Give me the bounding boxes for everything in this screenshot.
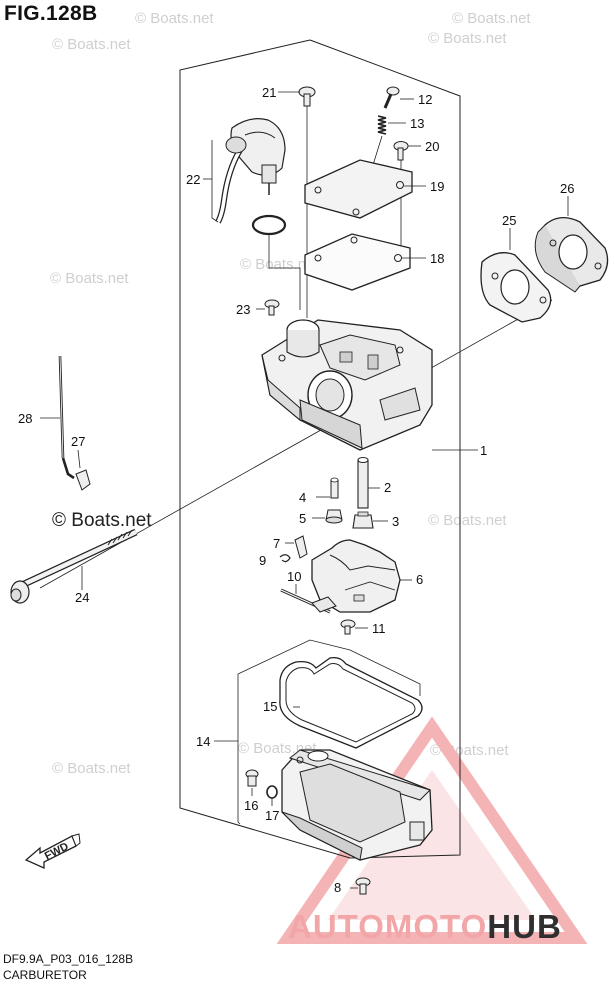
callout-22: 22 xyxy=(186,172,200,187)
callout-7: 7 xyxy=(273,536,280,551)
screw-icon xyxy=(264,299,280,316)
callout-9: 9 xyxy=(259,553,266,568)
screw-icon xyxy=(340,619,356,635)
callout-12: 12 xyxy=(418,92,432,107)
plug-icon xyxy=(325,509,343,524)
callout-4: 4 xyxy=(299,490,306,505)
callout-18: 18 xyxy=(430,251,444,266)
callout-16: 16 xyxy=(244,798,258,813)
float-icon xyxy=(311,539,401,613)
o-ring-icon xyxy=(266,785,278,799)
brand-part-1: AUTOMOTO xyxy=(288,908,488,945)
brand-logo: AUTOMOTOHUB xyxy=(288,910,562,943)
fwd-label: FWD xyxy=(43,841,71,863)
callout-19: 19 xyxy=(430,179,444,194)
assembly-frame xyxy=(179,39,461,859)
bracket-line xyxy=(237,639,421,696)
watermark: © Boats.net xyxy=(240,256,319,273)
callout-15: 15 xyxy=(263,699,277,714)
watermark: © Boats.net xyxy=(135,10,214,27)
watermark: © Boats.net xyxy=(52,760,131,777)
screw-icon xyxy=(355,877,371,895)
rod-clip-icon xyxy=(75,469,91,491)
leader-line xyxy=(268,235,301,310)
o-ring-icon xyxy=(251,214,287,236)
float-valve-icon xyxy=(294,535,308,559)
callout-21: 21 xyxy=(262,85,276,100)
float-chamber-icon xyxy=(281,749,433,861)
watermark: © Boats.net xyxy=(428,30,507,47)
callout-1: 1 xyxy=(480,443,487,458)
screw-icon xyxy=(298,86,316,107)
callout-10: 10 xyxy=(287,569,301,584)
bracket-line xyxy=(211,140,219,223)
spring-icon xyxy=(377,115,387,135)
callout-28: 28 xyxy=(18,411,32,426)
leader-line xyxy=(77,449,81,469)
callout-17: 17 xyxy=(265,808,279,823)
bracket-line xyxy=(237,674,241,825)
adjuster-screw-icon xyxy=(383,86,400,109)
callout-13: 13 xyxy=(410,116,424,131)
callout-6: 6 xyxy=(416,572,423,587)
long-bolt-icon xyxy=(10,528,138,604)
callout-25: 25 xyxy=(502,213,516,228)
watermark: © Boats.net xyxy=(52,36,131,53)
callout-3: 3 xyxy=(392,514,399,529)
leader-line xyxy=(372,135,383,166)
link-rod-icon xyxy=(58,355,75,480)
clip-icon xyxy=(279,554,291,563)
carburetor-body-icon xyxy=(261,319,433,451)
callout-11: 11 xyxy=(372,621,386,636)
callout-5: 5 xyxy=(299,511,306,526)
choke-solenoid-icon xyxy=(215,118,286,224)
cover-plate-icon xyxy=(304,159,413,219)
figure-title: FIG.128B xyxy=(4,2,98,25)
callout-26: 26 xyxy=(560,181,574,196)
callout-24: 24 xyxy=(75,590,89,605)
watermark-prominent: © Boats.net xyxy=(52,510,152,531)
callout-8: 8 xyxy=(334,880,341,895)
main-jet-icon xyxy=(352,511,374,529)
brand-part-2: HUB xyxy=(487,908,562,945)
callout-labels: 1 2 3 4 5 6 7 8 9 10 11 12 13 14 15 16 1… xyxy=(18,85,574,895)
figure-name: CARBURETOR xyxy=(3,968,87,982)
callout-23: 23 xyxy=(236,302,250,317)
insulator-icon xyxy=(534,217,609,293)
gasket-icon xyxy=(304,233,411,291)
watermark: © Boats.net xyxy=(452,10,531,27)
callout-2: 2 xyxy=(384,480,391,495)
figure-code: DF9.9A_P03_016_128B xyxy=(3,952,134,966)
chamber-gasket-icon xyxy=(279,656,423,749)
watermark: © Boats.net xyxy=(50,270,129,287)
drain-screw-icon xyxy=(245,769,259,787)
callout-20: 20 xyxy=(425,139,439,154)
forward-arrow-icon: FWD xyxy=(24,833,81,870)
callout-14: 14 xyxy=(196,734,210,749)
screw-icon xyxy=(393,141,409,161)
float-pin-icon xyxy=(280,588,337,614)
pilot-jet-icon xyxy=(330,477,339,499)
callout-27: 27 xyxy=(71,434,85,449)
intake-gasket-icon xyxy=(480,252,552,323)
main-nozzle-icon xyxy=(357,457,369,509)
watermark: © Boats.net xyxy=(428,512,507,529)
leader-stubs xyxy=(203,91,426,742)
